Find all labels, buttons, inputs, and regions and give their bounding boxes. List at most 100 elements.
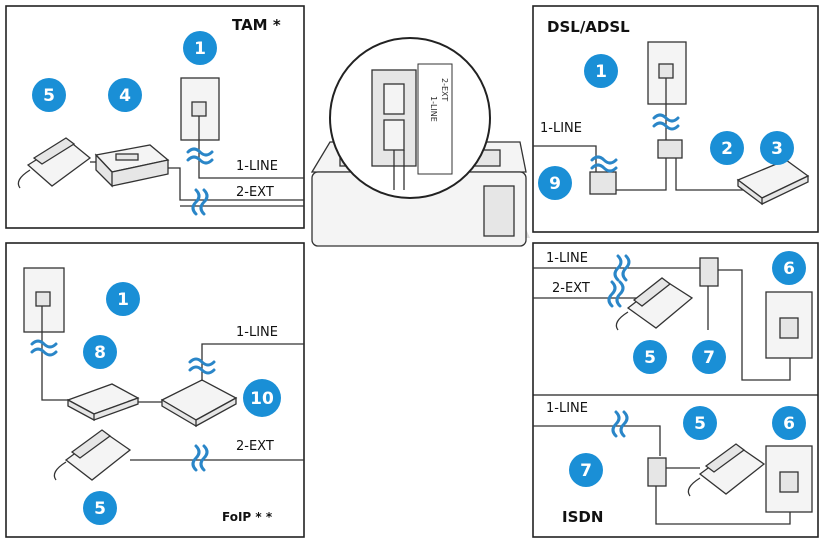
svg-text:1: 1: [117, 290, 129, 310]
svg-text:7: 7: [580, 461, 592, 481]
tam-squiggle-2: [191, 188, 209, 216]
badge-tam-phone: 5: [32, 78, 66, 112]
badge-foip-modem: 8: [83, 335, 117, 369]
pbx-line2-label: 2-EXT: [552, 281, 590, 296]
printer-port-1-label: 1-LINE: [429, 96, 438, 122]
svg-text:7: 7: [703, 348, 715, 368]
tam-answering-machine-display: [115, 153, 139, 161]
badge-dsl-splitter: 2: [710, 131, 744, 165]
tam-panel: TAM * 1-LINE 2-EXT: [5, 5, 305, 229]
svg-text:10: 10: [250, 389, 274, 409]
dsl-title: DSL/ADSL: [547, 18, 630, 36]
isdn-panel: 1-LINE 2-EXT ISDN 1-LINE: [532, 242, 819, 538]
pbx-wire-jack: [718, 269, 791, 381]
printer-port-2-label: 2-EXT: [440, 78, 449, 101]
svg-text:5: 5: [43, 86, 55, 106]
dsl-squiggle-2: [590, 155, 618, 173]
badge-dsl-modem: 3: [760, 131, 794, 165]
isdn-title: ISDN: [562, 508, 603, 526]
isdn-wire-line: [533, 425, 661, 456]
tam-phone-handset: [32, 137, 76, 165]
tam-panel-frame: [5, 5, 305, 229]
foip-phone-handset: [70, 429, 112, 459]
badges: 1 5 4 1 2 3 9 1 8 10 5 6 5 7 5 6 7: [32, 31, 806, 525]
isdn-phone-cord: [687, 477, 701, 497]
svg-text:6: 6: [783, 414, 795, 434]
pbx-box: [699, 257, 719, 287]
zoom-port-1: [383, 83, 405, 115]
badge-tam-wall: 1: [183, 31, 217, 65]
tam-wall-socket-icon: [191, 101, 207, 117]
svg-text:6: 6: [783, 259, 795, 279]
foip-squiggle-1: [30, 339, 58, 357]
dsl-line1-label: 1-LINE: [540, 121, 582, 136]
badge-isdn-jack: 6: [772, 406, 806, 440]
zoom-port-2: [383, 119, 405, 151]
printer-illustration: 1-LINE 2-EXT: [310, 37, 530, 247]
foip-line1-label: 1-LINE: [236, 325, 278, 340]
badge-foip-wall: 1: [106, 282, 140, 316]
tam-wire-line: [198, 116, 304, 179]
isdn-line1-label: 1-LINE: [546, 401, 588, 416]
badge-isdn-phone: 5: [683, 406, 717, 440]
tam-phone-cord: [17, 169, 31, 189]
badge-pbx-box: 7: [692, 340, 726, 374]
foip-title: FoIP * *: [222, 510, 273, 524]
svg-text:5: 5: [94, 499, 106, 519]
tam-wire-ext: [168, 167, 304, 201]
dsl-wire-filter: [608, 158, 667, 191]
badge-dsl-wall: 1: [584, 54, 618, 88]
svg-text:4: 4: [119, 86, 131, 106]
badge-isdn-box: 7: [569, 453, 603, 487]
svg-text:1: 1: [595, 62, 607, 82]
pbx-squiggle-1: [613, 254, 631, 282]
foip-adapter-side: [161, 396, 237, 428]
svg-text:5: 5: [694, 414, 706, 434]
pbx-line1-label: 1-LINE: [546, 251, 588, 266]
pbx-socket-icon: [779, 317, 799, 339]
tam-line1-label: 1-LINE: [236, 159, 278, 174]
dsl-wire-line: [533, 145, 597, 172]
foip-wire-wall: [41, 306, 70, 401]
dsl-filter: [589, 171, 617, 195]
zoom-label-strip: [417, 63, 453, 175]
foip-modem-side: [67, 397, 139, 422]
svg-text:1: 1: [194, 39, 206, 59]
isdn-phone-handset: [704, 443, 746, 473]
dsl-squiggle-1: [652, 113, 680, 131]
foip-line2-label: 2-EXT: [236, 439, 274, 454]
tam-title: TAM *: [232, 16, 281, 34]
svg-text:5: 5: [644, 348, 656, 368]
svg-text:2: 2: [721, 139, 733, 159]
svg-text:3: 3: [771, 139, 783, 159]
foip-squiggle-2: [188, 357, 216, 375]
dsl-splitter: [657, 139, 683, 159]
badge-dsl-filter: 9: [538, 166, 572, 200]
isdn-box: [647, 457, 667, 487]
pbx-phone-handset: [632, 277, 672, 307]
dsl-modem-side: [737, 174, 809, 206]
badge-foip-phone: 5: [83, 491, 117, 525]
isdn-socket-icon: [779, 471, 799, 493]
tam-squiggle-1: [186, 147, 214, 165]
printer-port-area: [483, 185, 515, 237]
badge-pbx-jack: 6: [772, 251, 806, 285]
isdn-squiggle: [611, 410, 629, 438]
foip-phone-cord: [53, 461, 67, 481]
badge-tam-machine: 4: [108, 78, 142, 112]
dsl-wire-modem: [675, 158, 748, 191]
foip-panel: FoIP * * 1-LINE 2-EXT: [5, 242, 305, 538]
foip-squiggle-3: [191, 444, 209, 472]
dsl-panel: DSL/ADSL 1-LINE: [532, 5, 819, 233]
tam-answering-machine-side: [95, 153, 169, 188]
badge-pbx-phone: 5: [633, 340, 667, 374]
dsl-wall-socket-icon: [658, 63, 674, 79]
pbx-phone-cord: [615, 311, 629, 331]
svg-text:8: 8: [94, 343, 106, 363]
pbx-squiggle-2: [607, 280, 625, 308]
badge-foip-adapter: 10: [243, 379, 281, 417]
tam-line2-label: 2-EXT: [236, 185, 274, 200]
svg-text:9: 9: [549, 174, 561, 194]
zoom-cables: [393, 150, 405, 190]
